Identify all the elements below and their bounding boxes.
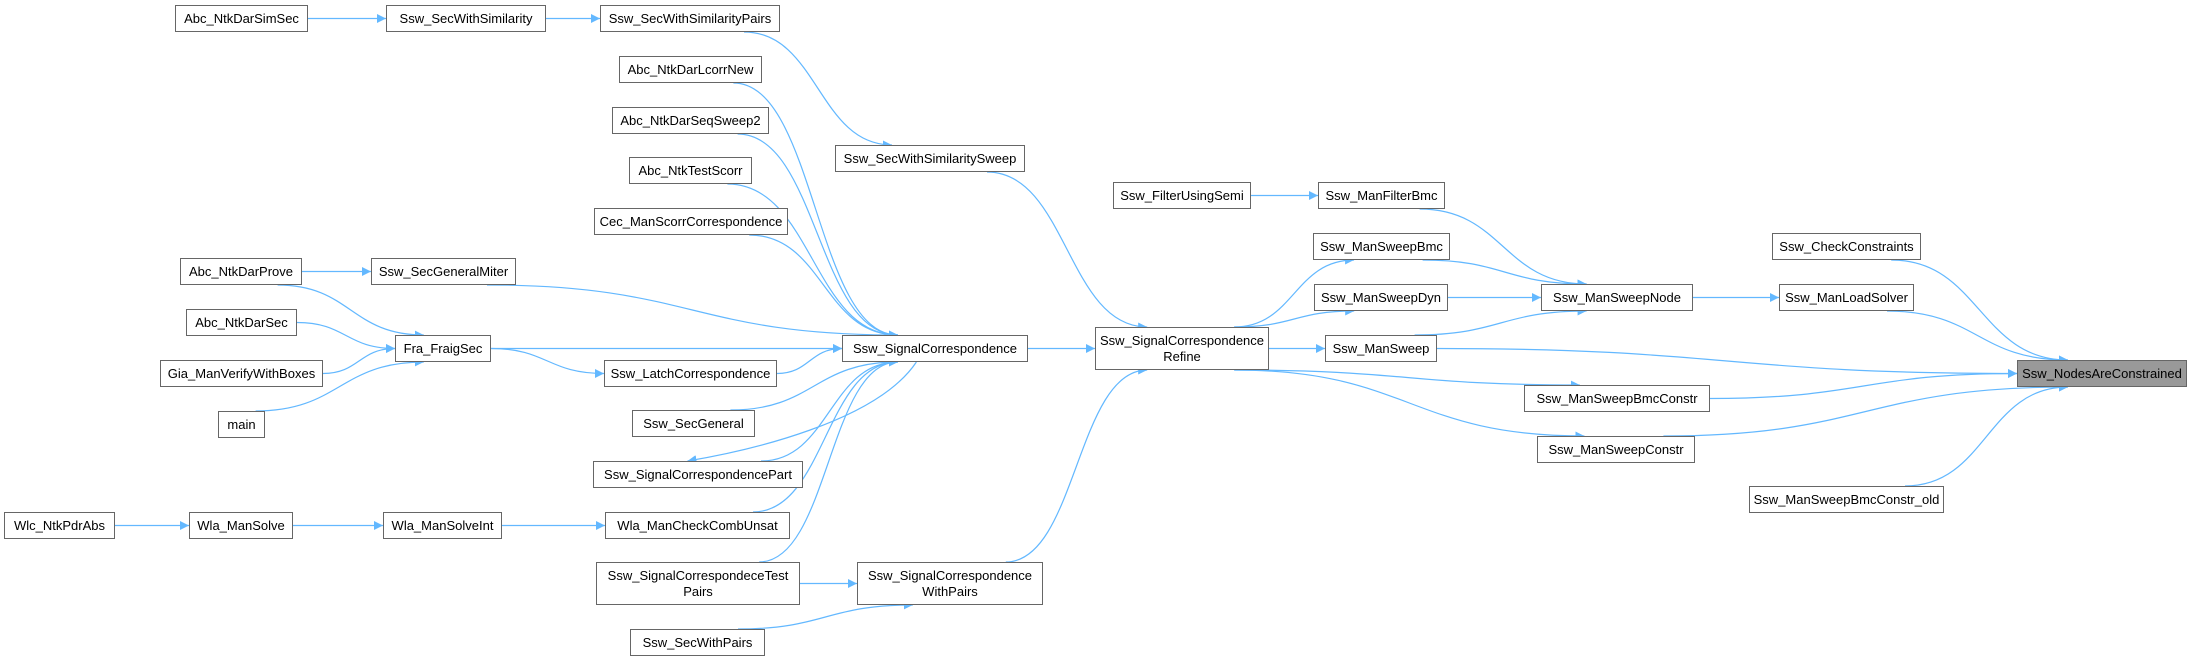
function-node-wlcpdrabs[interactable]: Wlc_NtkPdrAbs <box>4 512 115 539</box>
edge-mansweep-to-mansweepnode <box>1414 306 1587 336</box>
edge-wlacheck-to-sigcorr <box>752 357 898 513</box>
edge-mansweepbmc-to-mansweepnode <box>1422 259 1587 289</box>
function-node-mansweepbmcconstr[interactable]: Ssw_ManSweepBmcConstr <box>1524 385 1710 412</box>
edge-sigcorrrefine-to-mansweepdyn <box>1234 306 1355 328</box>
edge-secgeneralmiter-to-sigcorr <box>486 284 898 340</box>
edge-fraigsec-to-latchcorr <box>490 347 605 378</box>
edge-main-to-fraigsec <box>255 357 424 412</box>
edge-mansweep-to-root <box>1436 347 2018 378</box>
edge-seqsweep2-to-sigcorr <box>737 133 898 340</box>
function-node-abcsimsec[interactable]: Abc_NtkDarSimSec <box>175 5 308 32</box>
edge-mansweepbmcconstr_old-to-root <box>1904 382 2069 487</box>
function-node-latchcorr[interactable]: Ssw_LatchCorrespondence <box>604 360 777 387</box>
function-node-lcorrnew[interactable]: Abc_NtkDarLcorrNew <box>619 56 762 83</box>
edge-sigcorrwithpairs-to-sigcorrrefine <box>1005 365 1148 563</box>
edge-sigcorrrefine-to-mansweepconstr <box>1234 369 1585 441</box>
function-node-mansweepbmc[interactable]: Ssw_ManSweepBmc <box>1313 233 1450 260</box>
function-node-cecscorr[interactable]: Cec_ManScorrCorrespondence <box>594 208 788 235</box>
edge-secwithpairs-to-sigcorrwithpairs <box>737 600 913 630</box>
edge-sigcorrpart-to-sigcorr <box>760 357 898 462</box>
function-node-darsec[interactable]: Abc_NtkDarSec <box>186 309 297 336</box>
function-node-mansweepconstr[interactable]: Ssw_ManSweepConstr <box>1537 436 1695 463</box>
function-node-secwithsim[interactable]: Ssw_SecWithSimilarity <box>386 5 546 32</box>
function-node-sigcorrrefine[interactable]: Ssw_SignalCorrespondence Refine <box>1095 327 1269 370</box>
edge-secgeneral-to-sigcorr <box>730 357 898 411</box>
edge-testscorr-to-sigcorr <box>727 183 898 340</box>
edge-checkconstraints-to-root <box>1891 259 2069 365</box>
function-node-testscorr[interactable]: Abc_NtkTestScorr <box>629 157 752 184</box>
function-node-mansweep[interactable]: Ssw_ManSweep <box>1325 335 1437 362</box>
function-node-giaverify[interactable]: Gia_ManVerifyWithBoxes <box>160 360 323 387</box>
function-node-manfilterbmc[interactable]: Ssw_ManFilterBmc <box>1318 182 1445 209</box>
function-node-fraigsec[interactable]: Fra_FraigSec <box>395 335 491 362</box>
function-node-checkconstraints[interactable]: Ssw_CheckConstraints <box>1772 233 1921 260</box>
function-node-secwithsimpairs[interactable]: Ssw_SecWithSimilarityPairs <box>600 5 780 32</box>
edge-sigcorr-to-sigcorrpart <box>687 361 917 464</box>
edge-sigcorrrefine-to-mansweepbmcconstr <box>1234 369 1580 390</box>
edge-lcorrnew-to-sigcorr <box>733 82 898 340</box>
function-node-secwithpairs[interactable]: Ssw_SecWithPairs <box>630 629 765 656</box>
edge-darsec-to-fraigsec <box>296 321 396 353</box>
edge-sigcorrrefine-to-mansweepbmc <box>1234 255 1355 328</box>
function-node-sigcorrpart[interactable]: Ssw_SignalCorrespondencePart <box>593 461 803 488</box>
edge-darprove-to-fraigsec <box>277 284 424 340</box>
function-node-darprove[interactable]: Abc_NtkDarProve <box>180 258 302 285</box>
function-node-secwithsimsweep[interactable]: Ssw_SecWithSimilaritySweep <box>835 145 1025 172</box>
function-node-sigcorrwithpairs[interactable]: Ssw_SignalCorrespondence WithPairs <box>857 562 1043 605</box>
function-node-manloadsolver[interactable]: Ssw_ManLoadSolver <box>1779 284 1914 311</box>
edge-latchcorr-to-sigcorr <box>776 344 843 375</box>
edge-testpairs-to-sigcorr <box>759 357 898 563</box>
function-node-sigcorr[interactable]: Ssw_SignalCorrespondence <box>842 335 1028 362</box>
function-node-seqsweep2[interactable]: Abc_NtkDarSeqSweep2 <box>612 107 769 134</box>
edge-mansweepconstr-to-root <box>1663 382 2069 437</box>
edge-manfilterbmc-to-mansweepnode <box>1419 208 1587 289</box>
edge-secwithsimsweep-to-sigcorrrefine <box>986 171 1148 332</box>
edge-mansweepbmcconstr-to-root <box>1709 369 2018 400</box>
function-node-mansweepnode[interactable]: Ssw_ManSweepNode <box>1541 284 1693 311</box>
function-node-main[interactable]: main <box>218 411 265 438</box>
function-node-filterusingsemi[interactable]: Ssw_FilterUsingSemi <box>1113 182 1251 209</box>
root-function-node: Ssw_NodesAreConstrained <box>2017 360 2187 387</box>
edge-cecscorr-to-sigcorr <box>749 234 898 340</box>
function-node-wlacheck[interactable]: Wla_ManCheckCombUnsat <box>605 512 790 539</box>
function-node-secgeneral[interactable]: Ssw_SecGeneral <box>632 410 755 437</box>
edge-manloadsolver-to-root <box>1886 310 2069 365</box>
edge-secwithsimpairs-to-secwithsimsweep <box>743 31 893 150</box>
function-node-wlasolve[interactable]: Wla_ManSolve <box>189 512 293 539</box>
function-node-wlasolveint[interactable]: Wla_ManSolveInt <box>383 512 502 539</box>
function-node-testpairs[interactable]: Ssw_SignalCorrespondeceTest Pairs <box>596 562 800 605</box>
function-node-mansweepbmcconstr-old[interactable]: Ssw_ManSweepBmcConstr_old <box>1749 486 1944 513</box>
function-node-secgeneralmiter[interactable]: Ssw_SecGeneralMiter <box>371 258 516 285</box>
edge-giaverify-to-fraigsec <box>322 344 396 375</box>
function-node-mansweepdyn[interactable]: Ssw_ManSweepDyn <box>1314 284 1448 311</box>
